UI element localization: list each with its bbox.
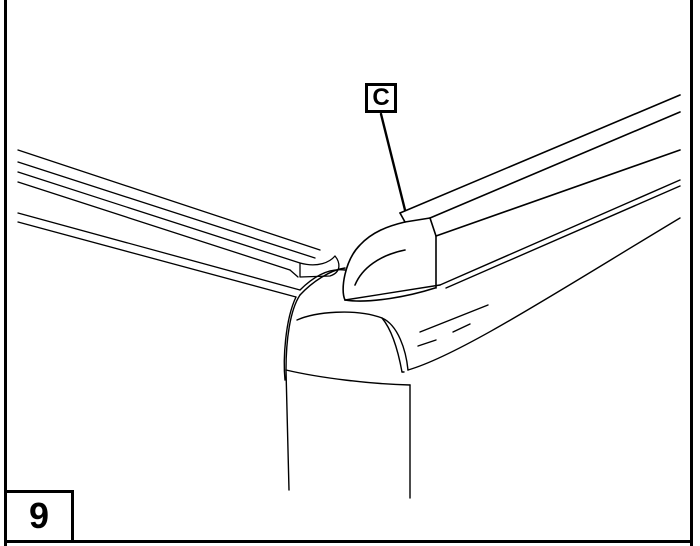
- callout-leader-line: [379, 112, 407, 212]
- frame-border-left: [4, 0, 7, 546]
- frame-border-right: [690, 0, 693, 546]
- end-cap-c: [342, 94, 681, 302]
- right-body-rail: [344, 179, 681, 347]
- left-body-edge: [17, 212, 301, 298]
- frame-border-bottom: [4, 540, 693, 543]
- callout-label-c: C: [365, 83, 397, 113]
- step-number-badge: 9: [4, 490, 74, 543]
- left-rail-channel: [17, 149, 340, 278]
- corner-post: [283, 217, 681, 499]
